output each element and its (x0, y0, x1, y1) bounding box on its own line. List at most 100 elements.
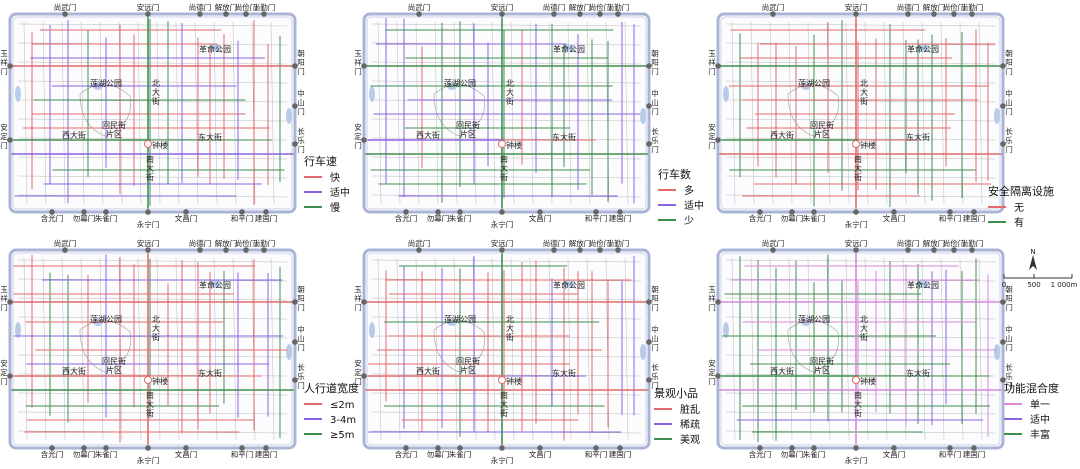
gate-label-bottom: 含光门 (749, 449, 772, 459)
gate-marker (49, 209, 55, 215)
gate-marker (292, 299, 298, 305)
gate-marker (1000, 103, 1006, 109)
place-east-street: 东大街 (552, 132, 576, 142)
legend-item-label: ≥5m (330, 430, 354, 441)
place-muslim-quarter: 回民街 (102, 356, 126, 366)
svg-text:安: 安 (0, 122, 8, 132)
place-bell-tower: 钟楼 (860, 140, 876, 150)
svg-text:门: 门 (651, 107, 659, 116)
gate-marker (951, 247, 957, 253)
gate-marker (931, 11, 937, 17)
svg-text:门: 门 (0, 303, 8, 312)
gate-marker (905, 247, 911, 253)
svg-text:大: 大 (506, 323, 514, 333)
svg-text:南: 南 (146, 390, 154, 400)
svg-text:大: 大 (146, 163, 154, 173)
north-label: N (1030, 248, 1035, 256)
place-east-street: 东大街 (198, 132, 222, 142)
gate-marker (261, 247, 267, 253)
gate-label-bottom: 永宁门 (137, 455, 160, 465)
legend-item-label: ≤2m (330, 400, 354, 411)
gate-label-bottom: 和平门 (939, 450, 962, 459)
gate-marker (7, 299, 13, 305)
svg-text:南: 南 (854, 154, 862, 164)
svg-text:北: 北 (506, 79, 514, 88)
road-network (365, 17, 648, 209)
gate-marker (145, 247, 151, 253)
svg-text:定: 定 (354, 367, 362, 377)
gate-marker (223, 11, 229, 17)
gate-label-bottom: 建国门 (963, 449, 986, 459)
gate-marker (183, 445, 189, 451)
place-north-street: 北大街 (152, 79, 160, 106)
svg-text:门: 门 (354, 67, 362, 76)
gate-marker (81, 445, 87, 451)
svg-text:大: 大 (500, 399, 508, 409)
gate-label-right: 长乐门 (297, 362, 305, 390)
gate-label-bottom: 和平门 (585, 450, 608, 459)
moat-icon (994, 108, 1000, 124)
svg-text:街: 街 (854, 172, 862, 182)
gate-label-bottom: 永宁门 (491, 219, 514, 229)
city-wall-inner (366, 16, 647, 210)
gate-label-top: 尚德门 (543, 2, 566, 12)
gate-label-right: 长乐门 (651, 126, 659, 154)
bell-tower-icon (852, 140, 860, 148)
svg-text:街: 街 (854, 408, 862, 418)
svg-text:安: 安 (0, 358, 8, 368)
gate-marker (789, 209, 795, 215)
svg-text:定: 定 (354, 131, 362, 141)
gate-marker (416, 247, 422, 253)
gate-marker (457, 445, 463, 451)
gate-marker (239, 209, 245, 215)
svg-text:定: 定 (708, 131, 716, 141)
svg-text:南: 南 (854, 390, 862, 400)
svg-text:长: 长 (651, 126, 659, 136)
gate-label-bottom: 建国门 (609, 213, 632, 223)
gate-label-bottom: 勿幕门 (427, 449, 450, 459)
svg-text:定: 定 (0, 367, 8, 377)
gate-marker (263, 445, 269, 451)
place-bell-tower: 钟楼 (506, 140, 522, 150)
svg-text:街: 街 (860, 332, 868, 342)
place-south-street: 南大街 (854, 154, 862, 182)
place-lianhu-park: 莲湖公园 (444, 78, 476, 88)
gate-marker (103, 445, 109, 451)
gate-label-top: 尚勤门 (961, 2, 984, 12)
gate-label-bottom: 勿幕门 (781, 213, 804, 223)
moat-icon (15, 322, 21, 338)
svg-text:大: 大 (152, 87, 160, 97)
gate-label-bottom: 含光门 (395, 213, 418, 223)
place-north-street: 北大街 (506, 79, 514, 106)
place-north-street: 北大街 (506, 315, 514, 342)
gate-marker (223, 247, 229, 253)
city-wall (362, 12, 651, 214)
svg-text:阳: 阳 (651, 58, 659, 67)
place-muslim-quarter-2: 片区 (106, 365, 122, 375)
svg-text:门: 门 (708, 141, 716, 150)
svg-text:门: 门 (0, 377, 8, 386)
svg-text:街: 街 (152, 332, 160, 342)
place-lianhu-park: 莲湖公园 (444, 314, 476, 324)
svg-text:街: 街 (146, 408, 154, 418)
gate-marker (292, 377, 298, 383)
legend-title: 安全隔离设施 (988, 184, 1054, 198)
gate-label-top: 尚俭门 (943, 238, 966, 248)
scale-label: 500 (1027, 281, 1040, 289)
svg-text:南: 南 (146, 154, 154, 164)
gate-label-bottom: 勿幕门 (73, 449, 96, 459)
minor-roads (17, 21, 288, 205)
place-muslim-quarter: 回民街 (810, 120, 834, 130)
gate-marker (361, 373, 367, 379)
gate-label-right: 中山门 (297, 324, 305, 352)
place-south-street: 南大街 (500, 154, 508, 182)
svg-text:门: 门 (297, 145, 305, 154)
gate-marker (853, 11, 859, 17)
place-lianhu-park: 莲湖公园 (798, 78, 830, 88)
place-lianhu-park: 莲湖公园 (798, 314, 830, 324)
gate-label-top: 尚俭门 (235, 238, 258, 248)
svg-text:街: 街 (506, 332, 514, 342)
lake-icon (563, 44, 575, 52)
legend-title: 行车数 (658, 167, 691, 181)
